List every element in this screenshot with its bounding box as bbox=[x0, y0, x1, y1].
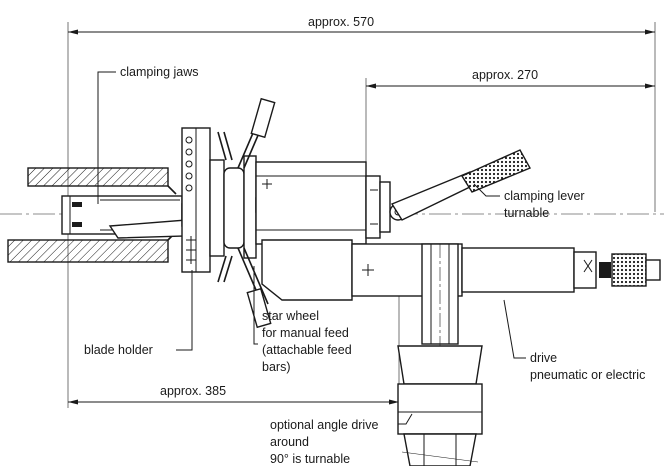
clamping-lever bbox=[389, 149, 531, 221]
label-star-wheel-line1: star wheel bbox=[262, 309, 319, 323]
label-drive-line1: drive bbox=[530, 351, 557, 365]
label-angle-drive-line2: around bbox=[270, 435, 309, 449]
label-clamping-lever-line2: turnable bbox=[504, 206, 549, 220]
leader-lines bbox=[97, 71, 526, 425]
gear-housing bbox=[261, 239, 353, 301]
dimension-rear-label: approx. 270 bbox=[472, 68, 538, 82]
label-clamping-lever-line1: clamping lever bbox=[504, 189, 585, 203]
label-star-wheel-line3: (attachable feed bbox=[262, 343, 352, 357]
label-star-wheel-line4: bars) bbox=[262, 360, 290, 374]
drive-unit bbox=[351, 243, 661, 297]
dimension-rear: approx. 270 bbox=[365, 68, 655, 182]
label-blade-holder: blade holder bbox=[84, 343, 153, 357]
label-clamping-jaws: clamping jaws bbox=[120, 65, 199, 79]
main-housing bbox=[255, 161, 391, 251]
label-angle-drive-line3: 90° is turnable bbox=[270, 452, 350, 466]
pipe-section bbox=[7, 167, 177, 263]
dimension-overall-label: approx. 570 bbox=[308, 15, 374, 29]
label-drive-line2: pneumatic or electric bbox=[530, 368, 645, 382]
dimension-front-label: approx. 385 bbox=[160, 384, 226, 398]
mandrel bbox=[61, 195, 199, 239]
label-angle-drive-line1: optional angle drive bbox=[270, 418, 378, 432]
label-star-wheel-line2: for manual feed bbox=[262, 326, 349, 340]
star-wheel bbox=[209, 97, 276, 329]
blade-holder bbox=[181, 127, 211, 273]
angle-drive bbox=[397, 243, 483, 466]
